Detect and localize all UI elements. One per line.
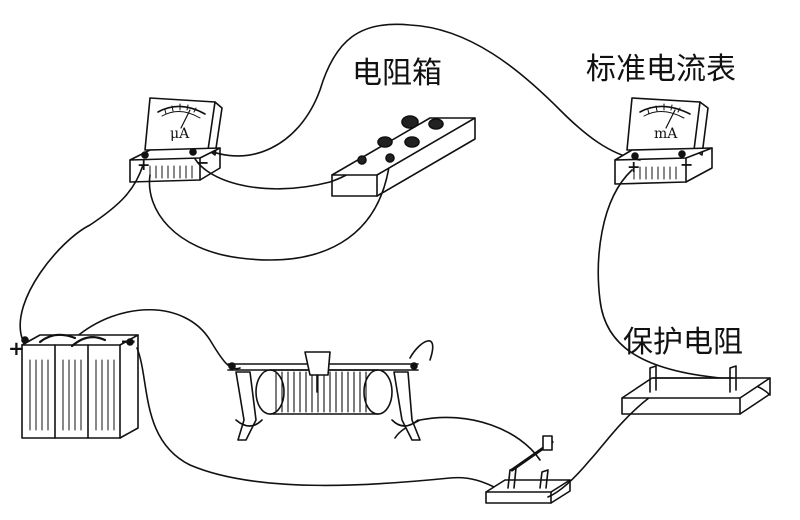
wire-top-arc xyxy=(202,23,641,161)
protective-resistor xyxy=(621,365,771,415)
wire-rheostat-to-right xyxy=(409,340,434,361)
battery xyxy=(21,333,139,439)
wire-microammeter-loop-to-box xyxy=(148,159,391,261)
microammeter-plus: + xyxy=(137,155,150,174)
milliammeter xyxy=(614,97,713,185)
battery-minus: − xyxy=(120,329,137,353)
microammeter-unit: μA xyxy=(170,126,190,142)
milliammeter-plus: + xyxy=(627,157,640,176)
label-standard-ammeter: 标准电流表 xyxy=(586,52,736,87)
wire-switch-to-rheostat xyxy=(394,416,541,461)
milliammeter-unit: mA xyxy=(654,126,678,142)
label-resistance-box: 电阻箱 xyxy=(352,56,442,91)
milliammeter-minus: − xyxy=(680,155,693,174)
battery-plus: + xyxy=(8,336,25,360)
label-protective-resistor: 保护电阻 xyxy=(623,325,743,360)
wire-resistor-to-switch xyxy=(547,396,651,498)
rheostat xyxy=(227,351,421,441)
microammeter xyxy=(129,97,223,183)
knife-switch xyxy=(485,435,571,504)
resistance-box xyxy=(331,115,476,197)
wire-battery-to-switch xyxy=(136,347,501,491)
wire-battery-to-microammeter xyxy=(19,164,144,339)
wires xyxy=(19,23,771,498)
microammeter-minus: − xyxy=(196,153,209,172)
wire-milliammeter-to-resistor xyxy=(597,169,771,396)
wire-battery-to-rheostat xyxy=(74,308,241,370)
